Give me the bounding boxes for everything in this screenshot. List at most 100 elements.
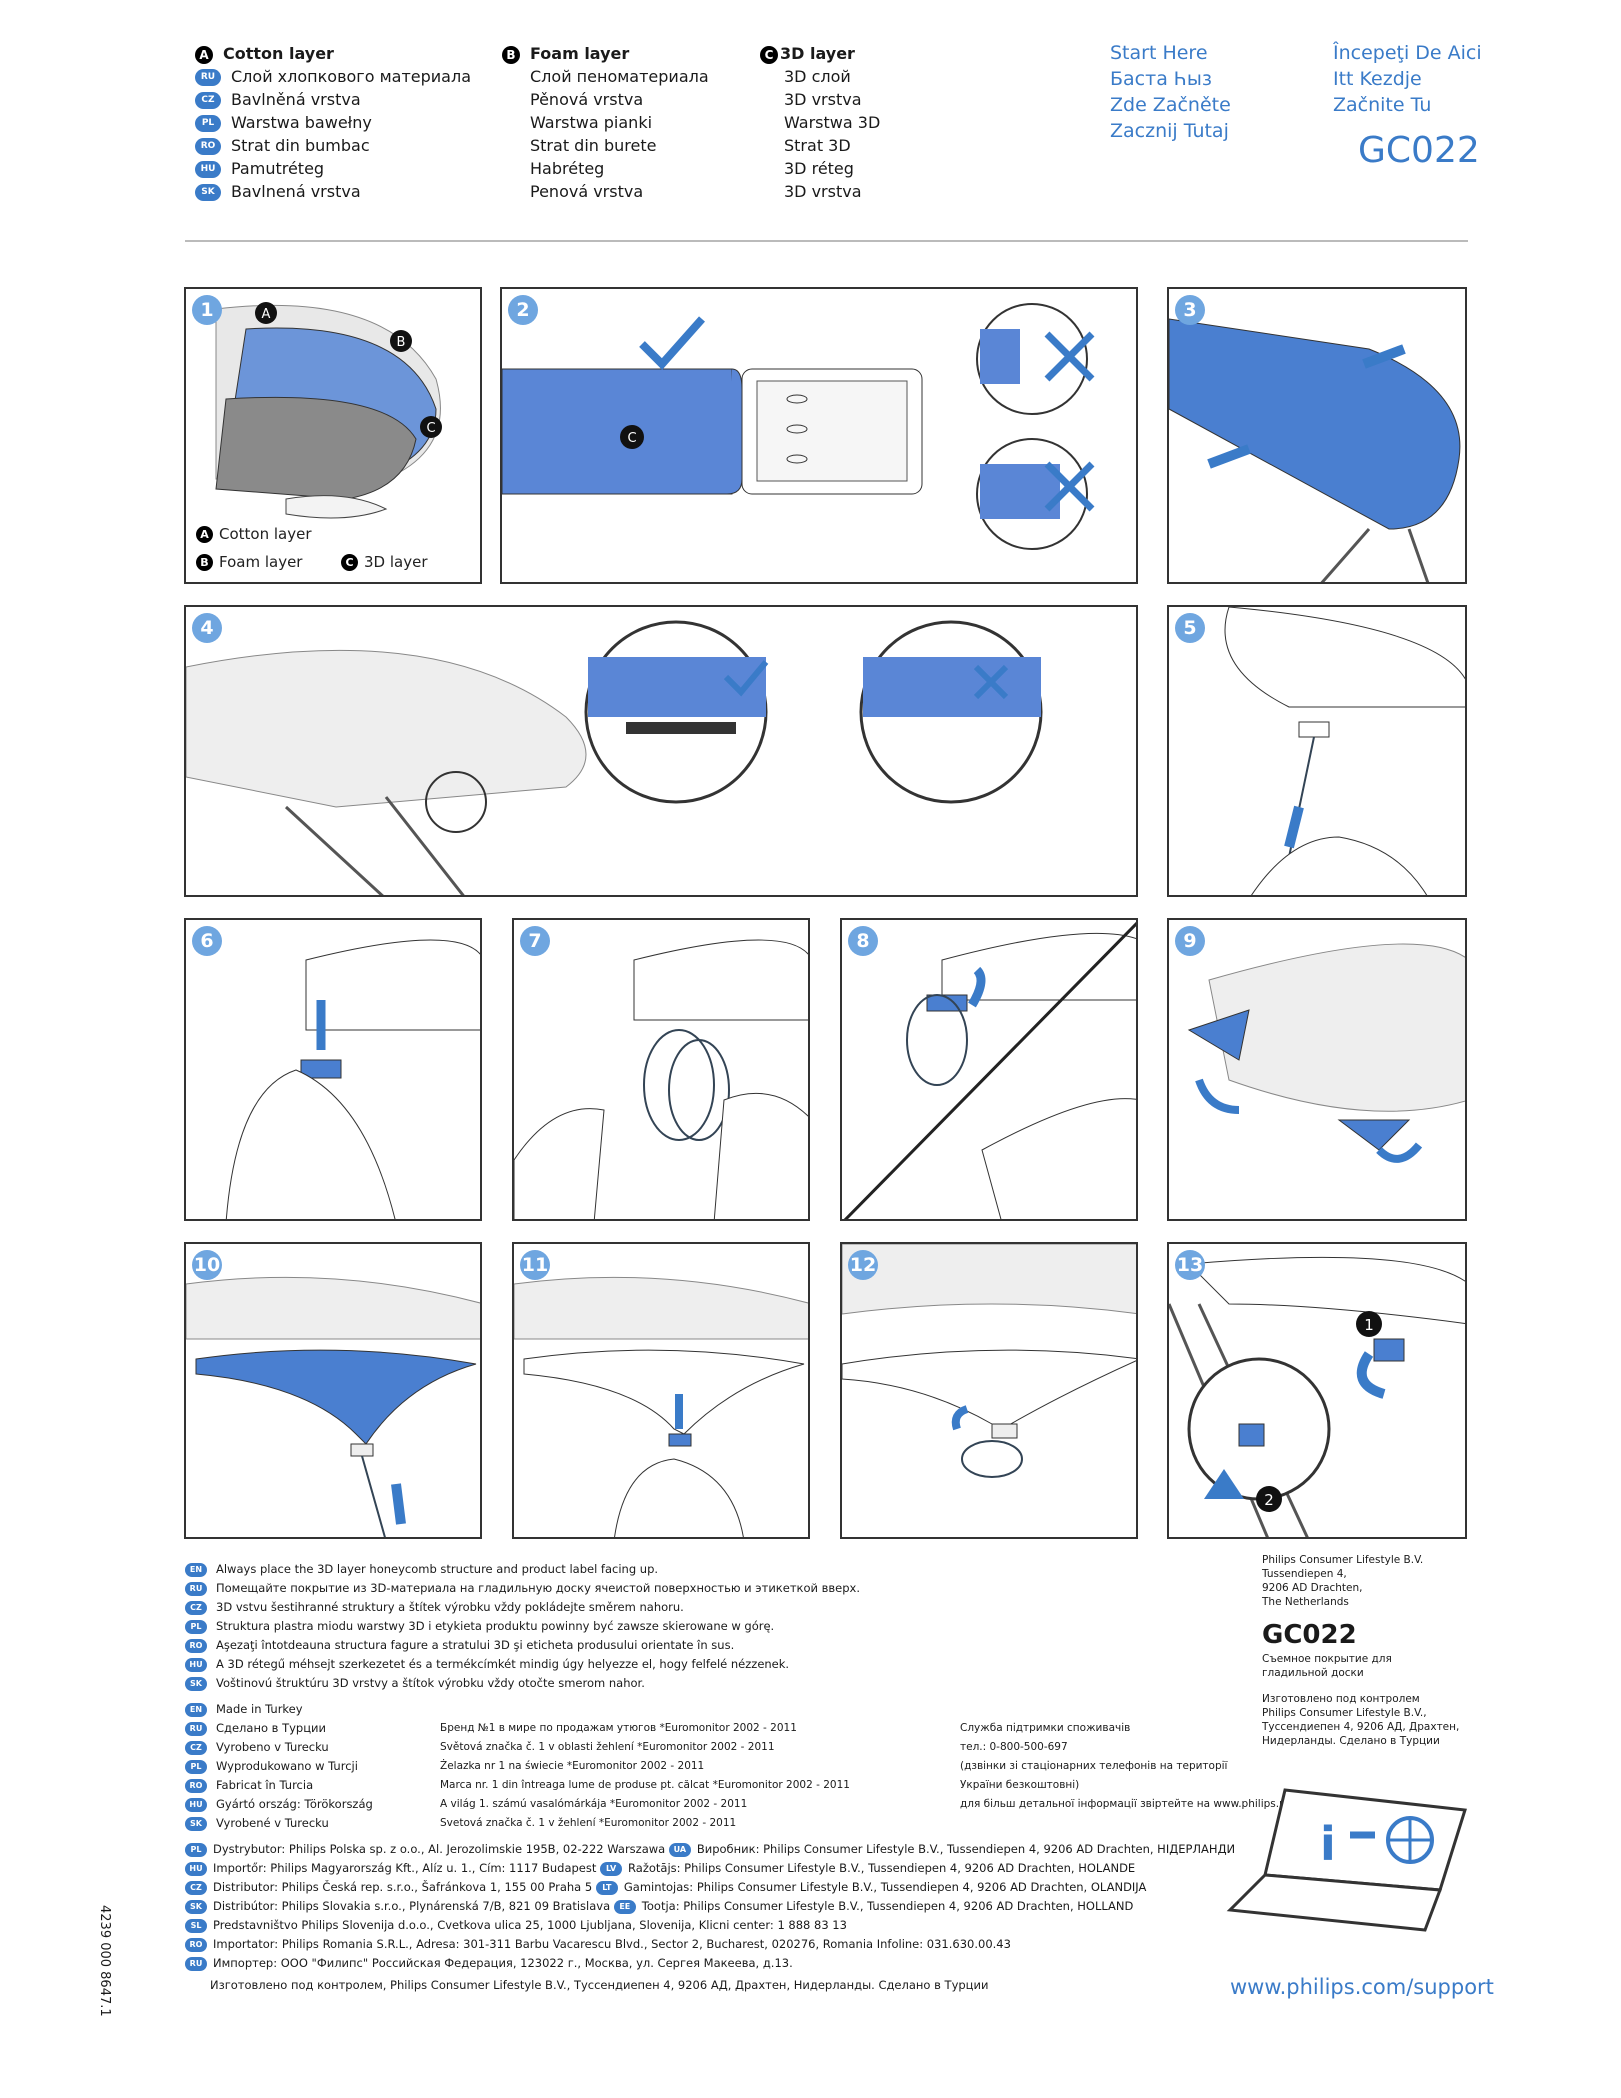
3d-sk: 3D vrstva xyxy=(784,182,862,201)
step-11-panel: 11 xyxy=(512,1242,810,1539)
support-line: тел.: 0-800-500-697 xyxy=(960,1741,1068,1753)
step-number: 7 xyxy=(520,926,550,956)
board-end-illustration: C xyxy=(502,303,1095,550)
step-2-panel: 2 C xyxy=(500,287,1138,584)
brand-line: Světová značka č. 1 v oblasti žehlení *E… xyxy=(440,1741,775,1753)
support-line: для більш детальної інформації звіртейтe… xyxy=(960,1798,1293,1810)
step-9-panel: 9 xyxy=(1167,918,1467,1221)
foam-layer-title: Foam layer xyxy=(530,44,630,63)
step-number: 3 xyxy=(1175,295,1205,325)
label-a: A xyxy=(262,307,271,322)
step-number: 10 xyxy=(192,1250,222,1280)
lang-badge: RO xyxy=(195,138,221,155)
foam-hu: Habréteg xyxy=(530,159,605,178)
step-number: 6 xyxy=(192,926,222,956)
lang-badge: RU xyxy=(195,69,221,86)
brand-line: Marca nr. 1 din întreaga lume de produse… xyxy=(440,1779,850,1791)
step-number: 8 xyxy=(848,926,878,956)
brand-line: A világ 1. számú vasalómárkája *Euromoni… xyxy=(440,1798,748,1810)
step-number: 5 xyxy=(1175,613,1205,643)
foam-pl: Warstwa pianki xyxy=(530,113,653,132)
start-here-sk: Začnite Tu xyxy=(1333,94,1432,116)
step-number: 11 xyxy=(520,1250,550,1280)
step-number: 4 xyxy=(192,613,222,643)
step-number: 1 xyxy=(192,295,222,325)
brand-line: Svetová značka č. 1 v žehlení *Euromonit… xyxy=(440,1817,737,1829)
start-here-hu: Itt Kezdje xyxy=(1333,68,1422,90)
start-links-1: Start Here Баста Һыз Zde Začněte Zacznij… xyxy=(1110,40,1231,144)
label-b: B xyxy=(397,335,406,350)
step-10-panel: 10 xyxy=(184,1242,482,1539)
model-number-small: GC022 xyxy=(1262,1620,1357,1650)
support-line: (дзвінки зі стаціонарних телефонів на те… xyxy=(960,1760,1228,1772)
support-url[interactable]: www.philips.com/support xyxy=(1230,1975,1494,1999)
lang-badge: HU xyxy=(195,161,221,178)
label-c: C xyxy=(627,431,636,446)
model-number: GC022 xyxy=(1358,130,1480,171)
cotton-layer-title: Cotton layer xyxy=(223,44,334,63)
ua-support-info: Служба підтримки споживачів тел.: 0-800-… xyxy=(960,1719,1292,1814)
tuck-stopper-illustration: 1 2 xyxy=(1169,1256,1465,1537)
mark-2: 2 xyxy=(1264,1491,1274,1509)
board-cover-illustration xyxy=(1169,318,1461,582)
step-7-panel: 7 xyxy=(512,918,810,1221)
tie-knot-illustration xyxy=(842,1244,1136,1478)
laptop-info-icon: i xyxy=(1226,1788,1467,1932)
step-number: 2 xyxy=(508,295,538,325)
brand-line: Бренд №1 в мире по продажам утюгов *Euro… xyxy=(440,1722,797,1734)
cord-tie-illustration xyxy=(843,921,1136,1219)
tighten-cord-illustration xyxy=(514,1276,808,1537)
foam-sk: Penová vrstva xyxy=(530,182,644,201)
fold-corners-illustration xyxy=(1187,943,1465,1163)
step-4-panel: 4 xyxy=(184,605,1138,897)
cotton-sk: Bavlnená vrstva xyxy=(231,182,361,201)
foam-ru: Слой пеноматериала xyxy=(530,67,709,86)
cotton-cz: Bavlněná vrstva xyxy=(231,90,361,109)
label-orientation-illustration xyxy=(186,620,1043,895)
company-address: Philips Consumer Lifestyle B.V.Tussendie… xyxy=(1262,1554,1424,1608)
step-number: 12 xyxy=(848,1250,878,1280)
3d-ru: 3D слой xyxy=(784,67,851,86)
3d-hu: 3D réteg xyxy=(784,159,854,178)
brand-line: Żelazka nr 1 na świecie *Euromonitor 200… xyxy=(440,1760,705,1772)
cotton-ru: Слой хлопкового материала xyxy=(231,67,471,86)
3d-cz: 3D vrstva xyxy=(784,90,862,109)
foam-ro: Strat din burete xyxy=(530,136,657,155)
layers-illustration: A B C xyxy=(215,302,442,519)
footer-manufacture-line: Изготовлено под контролем, Philips Consu… xyxy=(210,1978,989,1992)
cord-pull-illustration xyxy=(1224,607,1465,895)
document-number: 4239 000 8647.1 xyxy=(97,1905,112,2017)
start-links-2: Începeţi De Aici Itt Kezdje Začnite Tu xyxy=(1333,40,1482,118)
cotton-ro: Strat din bumbac xyxy=(231,136,370,155)
3d-ro: Strat 3D xyxy=(784,136,851,155)
label-c: C xyxy=(426,421,435,436)
lang-badge: CZ xyxy=(195,92,221,109)
cotton-hu: Pamutréteg xyxy=(231,159,325,178)
